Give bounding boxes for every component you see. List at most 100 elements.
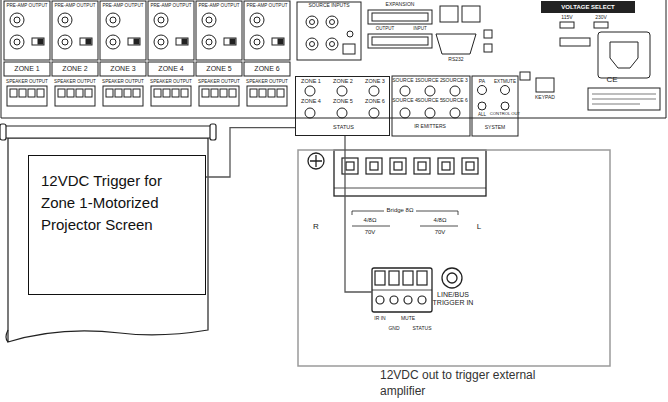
panel-drawing bbox=[0, 124, 216, 342]
panel-label: STATUS bbox=[413, 326, 432, 332]
terminal-screw bbox=[462, 158, 478, 174]
panel-drawing bbox=[210, 124, 216, 140]
warning-label bbox=[588, 88, 660, 110]
status-group bbox=[295, 76, 390, 136]
ir-emitters-group bbox=[392, 76, 470, 136]
zone-module bbox=[52, 1, 98, 60]
rs232-port bbox=[436, 34, 476, 54]
panel-label: IR EMITTERS bbox=[414, 124, 446, 130]
panel-drawing bbox=[308, 150, 486, 312]
panel-label: SPEAKER OUTPUT bbox=[150, 79, 192, 84]
jack bbox=[400, 108, 410, 118]
node-text: ZONE 5 bbox=[333, 99, 353, 105]
expansion-port bbox=[368, 10, 432, 24]
trigger-screw bbox=[404, 296, 412, 304]
panel-drawing bbox=[6, 330, 8, 342]
terminal-screw bbox=[250, 89, 257, 97]
speaker-terminal bbox=[151, 86, 191, 106]
panel-label: SPEAKER OUTPUT bbox=[6, 79, 48, 84]
zone-module bbox=[196, 1, 242, 60]
jack bbox=[369, 108, 379, 118]
caption-note: 12VDC out to trigger external amplifier bbox=[380, 368, 550, 399]
terminal-screw bbox=[85, 89, 92, 97]
panel-drawing bbox=[372, 13, 428, 21]
panel-outline bbox=[1, 0, 666, 118]
panel-drawing bbox=[484, 30, 492, 38]
panel-drawing bbox=[330, 42, 335, 47]
panel-drawing bbox=[484, 44, 492, 52]
panel-label: SOURCE 4 bbox=[392, 98, 418, 104]
panel-label: PRE-AMP OUTPUT bbox=[198, 3, 239, 8]
terminal-screw bbox=[418, 162, 426, 170]
trigger-pin bbox=[375, 271, 385, 285]
panel-label: L bbox=[477, 223, 481, 232]
rca-jack bbox=[254, 17, 260, 23]
terminal-screw bbox=[438, 158, 454, 174]
rca-jack bbox=[206, 17, 212, 23]
ground-symbol bbox=[308, 153, 324, 169]
panel-label: ZONE 2 bbox=[62, 65, 87, 73]
panel-drawing bbox=[440, 6, 458, 22]
panel-drawing bbox=[352, 226, 458, 227]
trigger-pin bbox=[417, 271, 427, 285]
panel-drawing bbox=[560, 38, 590, 46]
power-inlet bbox=[598, 32, 650, 78]
panel-label: 230V bbox=[595, 15, 607, 21]
panel-label: PRE-AMP OUTPUT bbox=[6, 3, 47, 8]
jack bbox=[337, 108, 347, 118]
screen-fabric bbox=[8, 138, 208, 342]
panel-label: RS232 bbox=[448, 57, 463, 63]
panel-label: INPUT bbox=[413, 27, 427, 32]
switch bbox=[224, 38, 236, 45]
panel-label: SOURCE 2 bbox=[417, 78, 443, 84]
terminal-screw bbox=[58, 89, 65, 97]
zone-label-box bbox=[196, 62, 242, 76]
zone-label-box bbox=[100, 62, 146, 76]
node-text: STATUS bbox=[333, 125, 354, 131]
panel-label: EXTMUTE bbox=[494, 79, 516, 84]
panel-label: Bridge 8Ω bbox=[387, 207, 414, 214]
terminal-screw bbox=[67, 89, 74, 97]
terminal-screw bbox=[115, 89, 122, 97]
terminal-screw bbox=[19, 89, 26, 97]
terminal-screw bbox=[259, 89, 266, 97]
terminal-screw bbox=[366, 158, 382, 174]
panel-label: GND bbox=[388, 326, 399, 332]
panel-drawing bbox=[347, 31, 353, 37]
panel-drawing bbox=[310, 20, 315, 25]
rca-jack bbox=[250, 13, 264, 27]
panel-label: SYSTEM bbox=[485, 125, 506, 131]
switch bbox=[230, 39, 235, 44]
panel-label: CONTROL OUT bbox=[490, 112, 520, 117]
zone-modules bbox=[4, 1, 290, 106]
rca-jack bbox=[58, 13, 72, 27]
panel-drawing bbox=[368, 34, 432, 48]
jack bbox=[450, 108, 460, 118]
rca-jack bbox=[154, 13, 168, 27]
panel-label: VOLTAGE SELECT bbox=[561, 4, 614, 11]
terminal-screw bbox=[28, 89, 35, 97]
rca-jack bbox=[110, 17, 116, 23]
speaker-terminal bbox=[103, 86, 143, 106]
rca-jack bbox=[202, 35, 216, 49]
panel-drawing bbox=[0, 124, 6, 140]
speaker-terminal bbox=[199, 86, 239, 106]
speaker-terminal-strip bbox=[334, 150, 486, 196]
switch bbox=[80, 38, 92, 45]
panel-label: OUTPUT bbox=[376, 27, 395, 32]
panel-label: ZONE 1 bbox=[14, 65, 39, 73]
panel-drawing bbox=[306, 16, 318, 28]
panel-label: KEYPAD bbox=[535, 95, 555, 101]
switch bbox=[176, 38, 188, 45]
system-group bbox=[472, 76, 518, 136]
zone-module bbox=[244, 1, 290, 60]
panel-drawing bbox=[326, 38, 338, 50]
panel-label: SOURCE INPUTS bbox=[308, 3, 349, 9]
terminal-screw bbox=[133, 89, 140, 97]
speaker-terminal bbox=[55, 86, 95, 106]
panel-drawing bbox=[310, 155, 322, 167]
trigger-pin bbox=[403, 271, 413, 285]
rca-jack bbox=[106, 35, 120, 49]
panel-label: IR IN bbox=[374, 316, 385, 322]
panel-label: PA bbox=[479, 79, 485, 85]
